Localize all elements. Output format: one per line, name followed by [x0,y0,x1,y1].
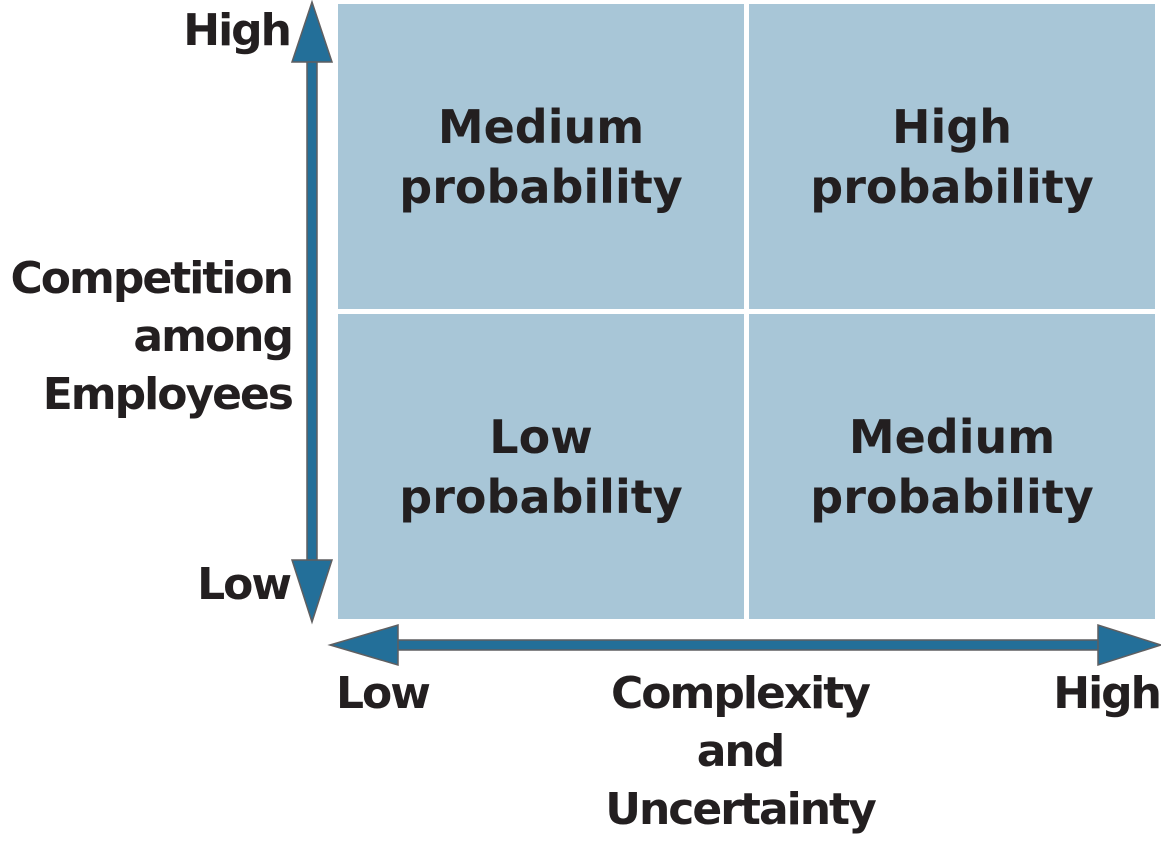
quadrant-label-line2: probability [399,159,683,214]
arrow-up-icon [290,0,334,63]
x-axis-high-label: High [1053,668,1161,719]
quadrant-label: Medium probability [810,407,1093,527]
quadrant-label-line2: probability [810,469,1094,524]
quadrant-label-line2: probability [810,159,1094,214]
quadrant-label-line1: Medium [437,99,645,154]
y-axis-title: Competition among Employees [0,250,295,424]
x-axis-arrow [327,623,1161,667]
y-axis-title-line2: among [133,311,294,362]
x-axis-title: Complexity and Uncertainty [590,665,890,839]
quadrant-label: Medium probability [399,97,682,217]
x-axis-low-label: Low [336,668,431,719]
x-axis-title-line2: and [696,726,786,777]
quadrant-label-line2: probability [399,469,683,524]
y-axis-high-label: High [183,5,292,56]
quadrant-bottom-right: Medium probability [749,314,1155,619]
y-axis-low-label: Low [197,559,292,610]
quadrant-label: Low probability [399,407,682,527]
x-axis-title-line1: Complexity [611,668,871,719]
quadrant-label-line1: Low [489,409,593,464]
arrow-down-icon [290,559,334,625]
quadrant-bottom-left: Low probability [338,314,744,619]
x-axis-title-line3: Uncertainty [605,784,877,835]
quadrant-label: High probability [810,97,1093,217]
arrow-left-icon [327,623,399,667]
y-axis-title-line3: Employees [42,369,294,420]
quadrant-top-right: High probability [749,4,1155,309]
arrow-right-icon [1097,623,1161,667]
quadrant-top-left: Medium probability [338,4,744,309]
quadrant-label-line1: High [892,99,1012,154]
quadrant-label-line1: Medium [848,409,1056,464]
y-axis-arrow [290,0,334,625]
y-axis-title-line1: Competition [10,253,295,304]
